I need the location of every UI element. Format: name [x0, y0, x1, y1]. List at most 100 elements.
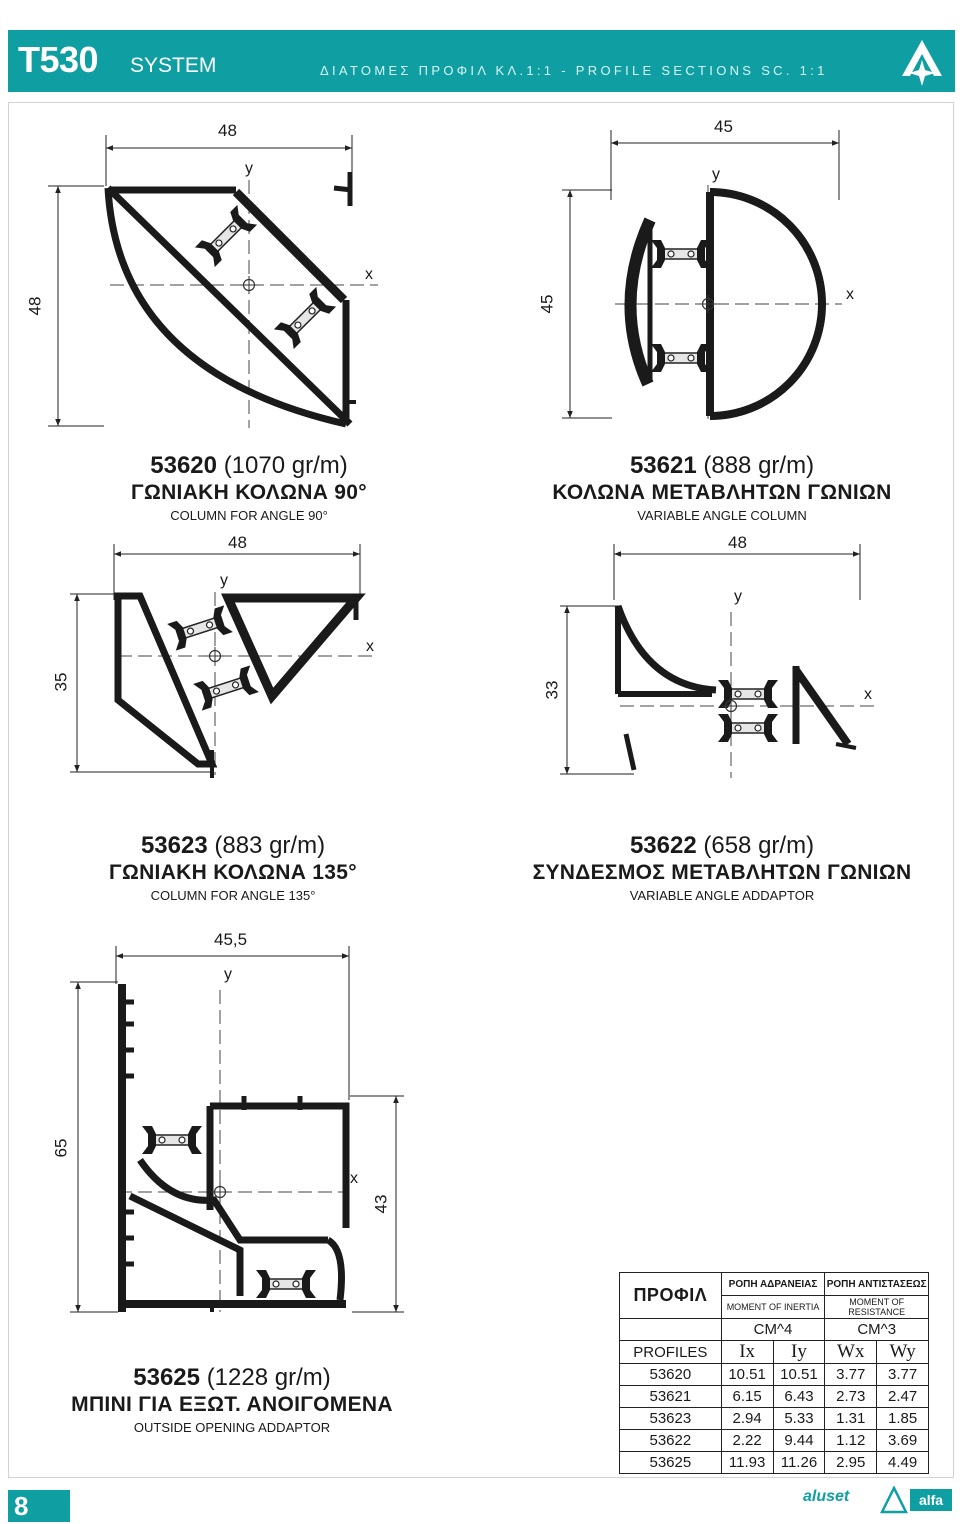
header-profiles-en: PROFILES	[619, 1340, 722, 1364]
page-number: 8	[8, 1490, 70, 1522]
dim-53622-height: 33	[542, 680, 562, 700]
axis-y-label: y	[220, 572, 228, 589]
brand-aluset: aluset	[803, 1488, 850, 1505]
col-wx: Wx	[824, 1340, 878, 1364]
caption-53623: 53623 (883 gr/m) ΓΩΝΙΑΚΗ ΚΟΛΩΝΑ 135° COL…	[68, 832, 398, 906]
profile-weight: (1070 gr/m)	[223, 452, 348, 479]
profile-weight: (883 gr/m)	[214, 832, 326, 859]
header-inertia-gr: ΡΟΠΗ ΑΔΡΑΝΕΙΑΣ	[720, 1272, 826, 1296]
dim-53625-height: 65	[51, 1138, 71, 1158]
table-cell: 53621	[619, 1385, 722, 1408]
profile-53621-drawing	[624, 188, 826, 420]
axis-x-label: x	[366, 638, 374, 655]
profile-53620-drawing	[104, 172, 356, 428]
axis-x-label: x	[846, 286, 854, 303]
axis-x-label: x	[864, 686, 872, 703]
table-cell: 53625	[619, 1451, 722, 1474]
col-ix: Ix	[720, 1340, 774, 1364]
table-cell: 53623	[619, 1407, 722, 1430]
table-cell: 1.12	[824, 1429, 878, 1452]
profile-title-en: COLUMN FOR ANGLE 135°	[150, 888, 316, 903]
dim-53620-width: 48	[218, 121, 237, 140]
profile-weight: (658 gr/m)	[703, 832, 815, 859]
content-frame	[8, 102, 954, 1478]
profile-code: 53621	[629, 452, 697, 479]
dim-53622-width: 48	[728, 533, 747, 552]
table-cell: 3.69	[876, 1429, 929, 1452]
unit-resistance: CM^3	[824, 1318, 929, 1341]
properties-table: ΠΡΟΦΙΛ ΡΟΠΗ ΑΔΡΑΝΕΙΑΣ ΡΟΠΗ ΑΝΤΙΣΤΑΣΕΩΣ M…	[619, 1272, 929, 1474]
profile-title-en: OUTSIDE OPENING ADDAPTOR	[133, 1420, 331, 1435]
dim-53623-width: 48	[228, 533, 247, 552]
table-cell: 6.43	[772, 1385, 826, 1408]
col-iy: Iy	[772, 1340, 826, 1364]
table-cell: 11.26	[772, 1451, 826, 1474]
table-cell: 2.94	[720, 1407, 774, 1430]
header-inertia-en: MOMENT OF INERTIA	[720, 1295, 826, 1319]
header-bar: T530 SYSTEM ΔΙΑΤΟΜΕΣ ΠΡΟΦΙΛ ΚΛ.1:1 - PRO…	[8, 30, 955, 92]
profile-code: 53622	[629, 832, 697, 859]
profile-weight: (888 gr/m)	[703, 452, 815, 479]
table-cell: 4.49	[876, 1451, 929, 1474]
dim-53625-height-inner: 43	[371, 1194, 391, 1214]
header-blank	[619, 1318, 722, 1341]
dim-53623-height: 35	[51, 672, 71, 692]
dim-53625-width: 45,5	[214, 930, 248, 949]
caption-53625: 53625 (1228 gr/m) ΜΠΙΝΙ ΓΙΑ ΕΞΩΤ. ΑΝΟΙΓΟ…	[52, 1364, 412, 1438]
table-cell: 10.51	[772, 1363, 826, 1386]
axis-y-label: y	[712, 166, 720, 183]
dim-53621-height: 45	[537, 294, 557, 314]
caption-53621: 53621 (888 gr/m) ΚΟΛΩΝΑ ΜΕΤΑΒΛΗΤΩΝ ΓΩΝΙΩ…	[542, 452, 902, 526]
table-cell: 9.44	[772, 1429, 826, 1452]
table-cell: 3.77	[824, 1363, 878, 1386]
alfa-logo-icon: alfa	[880, 1486, 952, 1514]
caption-53622: 53622 (658 gr/m) ΣΥΝΔΕΣΜΟΣ ΜΕΤΑΒΛΗΤΩΝ ΓΩ…	[522, 832, 922, 906]
header-subtitle: ΔΙΑΤΟΜΕΣ ΠΡΟΦΙΛ ΚΛ.1:1 - PROFILE SECTION…	[320, 63, 828, 78]
header-profile-gr: ΠΡΟΦΙΛ	[619, 1272, 722, 1319]
profile-code: 53623	[140, 832, 208, 859]
table-cell: 10.51	[720, 1363, 774, 1386]
col-wy: Wy	[876, 1340, 929, 1364]
profile-code: 53620	[150, 452, 218, 479]
series-code: T530	[18, 39, 99, 80]
profile-53625-drawing	[118, 984, 350, 1312]
profile-title-gr: ΣΥΝΔΕΣΜΟΣ ΜΕΤΑΒΛΗΤΩΝ ΓΩΝΙΩΝ	[532, 861, 912, 884]
table-cell: 6.15	[720, 1385, 774, 1408]
caption-53620: 53620 (1070 gr/m) ΓΩΝΙΑΚΗ ΚΟΛΩΝΑ 90° COL…	[84, 452, 414, 526]
profile-title-en: VARIABLE ANGLE ADDAPTOR	[629, 888, 815, 903]
profile-title-en: COLUMN FOR ANGLE 90°	[170, 508, 328, 523]
dim-53620-height: 48	[25, 296, 45, 316]
dim-53621-width: 45	[714, 117, 733, 136]
axis-x-label: x	[365, 266, 373, 283]
table-cell: 1.85	[876, 1407, 929, 1430]
table-cell: 2.73	[824, 1385, 878, 1408]
profile-53622-drawing	[614, 604, 857, 771]
table-cell: 1.31	[824, 1407, 878, 1430]
table-cell: 53620	[619, 1363, 722, 1386]
brand-alfa: alfa	[919, 1492, 943, 1508]
profile-53623-drawing	[114, 592, 366, 778]
table-cell: 2.95	[824, 1451, 878, 1474]
profile-title-en: VARIABLE ANGLE COLUMN	[637, 508, 807, 523]
table-cell: 53622	[619, 1429, 722, 1452]
axis-y-label: y	[224, 966, 232, 983]
profile-title-gr: ΓΩΝΙΑΚΗ ΚΟΛΩΝΑ 90°	[131, 481, 367, 504]
table-cell: 11.93	[720, 1451, 774, 1474]
header-resistance-gr: ΡΟΠΗ ΑΝΤΙΣΤΑΣΕΩΣ	[824, 1272, 929, 1296]
unit-inertia: CM^4	[720, 1318, 826, 1341]
aluset-triangle-logo-icon	[902, 40, 942, 86]
table-cell: 2.22	[720, 1429, 774, 1452]
table-cell: 2.47	[876, 1385, 929, 1408]
table-cell: 5.33	[772, 1407, 826, 1430]
profile-weight: (1228 gr/m)	[206, 1364, 331, 1391]
profile-title-gr: ΚΟΛΩΝΑ ΜΕΤΑΒΛΗΤΩΝ ΓΩΝΙΩΝ	[552, 481, 892, 504]
profile-code: 53625	[133, 1364, 201, 1391]
axis-y-label: y	[245, 160, 253, 177]
axis-y-label: y	[734, 588, 742, 605]
system-label: SYSTEM	[130, 54, 217, 77]
profile-title-gr: ΓΩΝΙΑΚΗ ΚΟΛΩΝΑ 135°	[109, 861, 357, 884]
